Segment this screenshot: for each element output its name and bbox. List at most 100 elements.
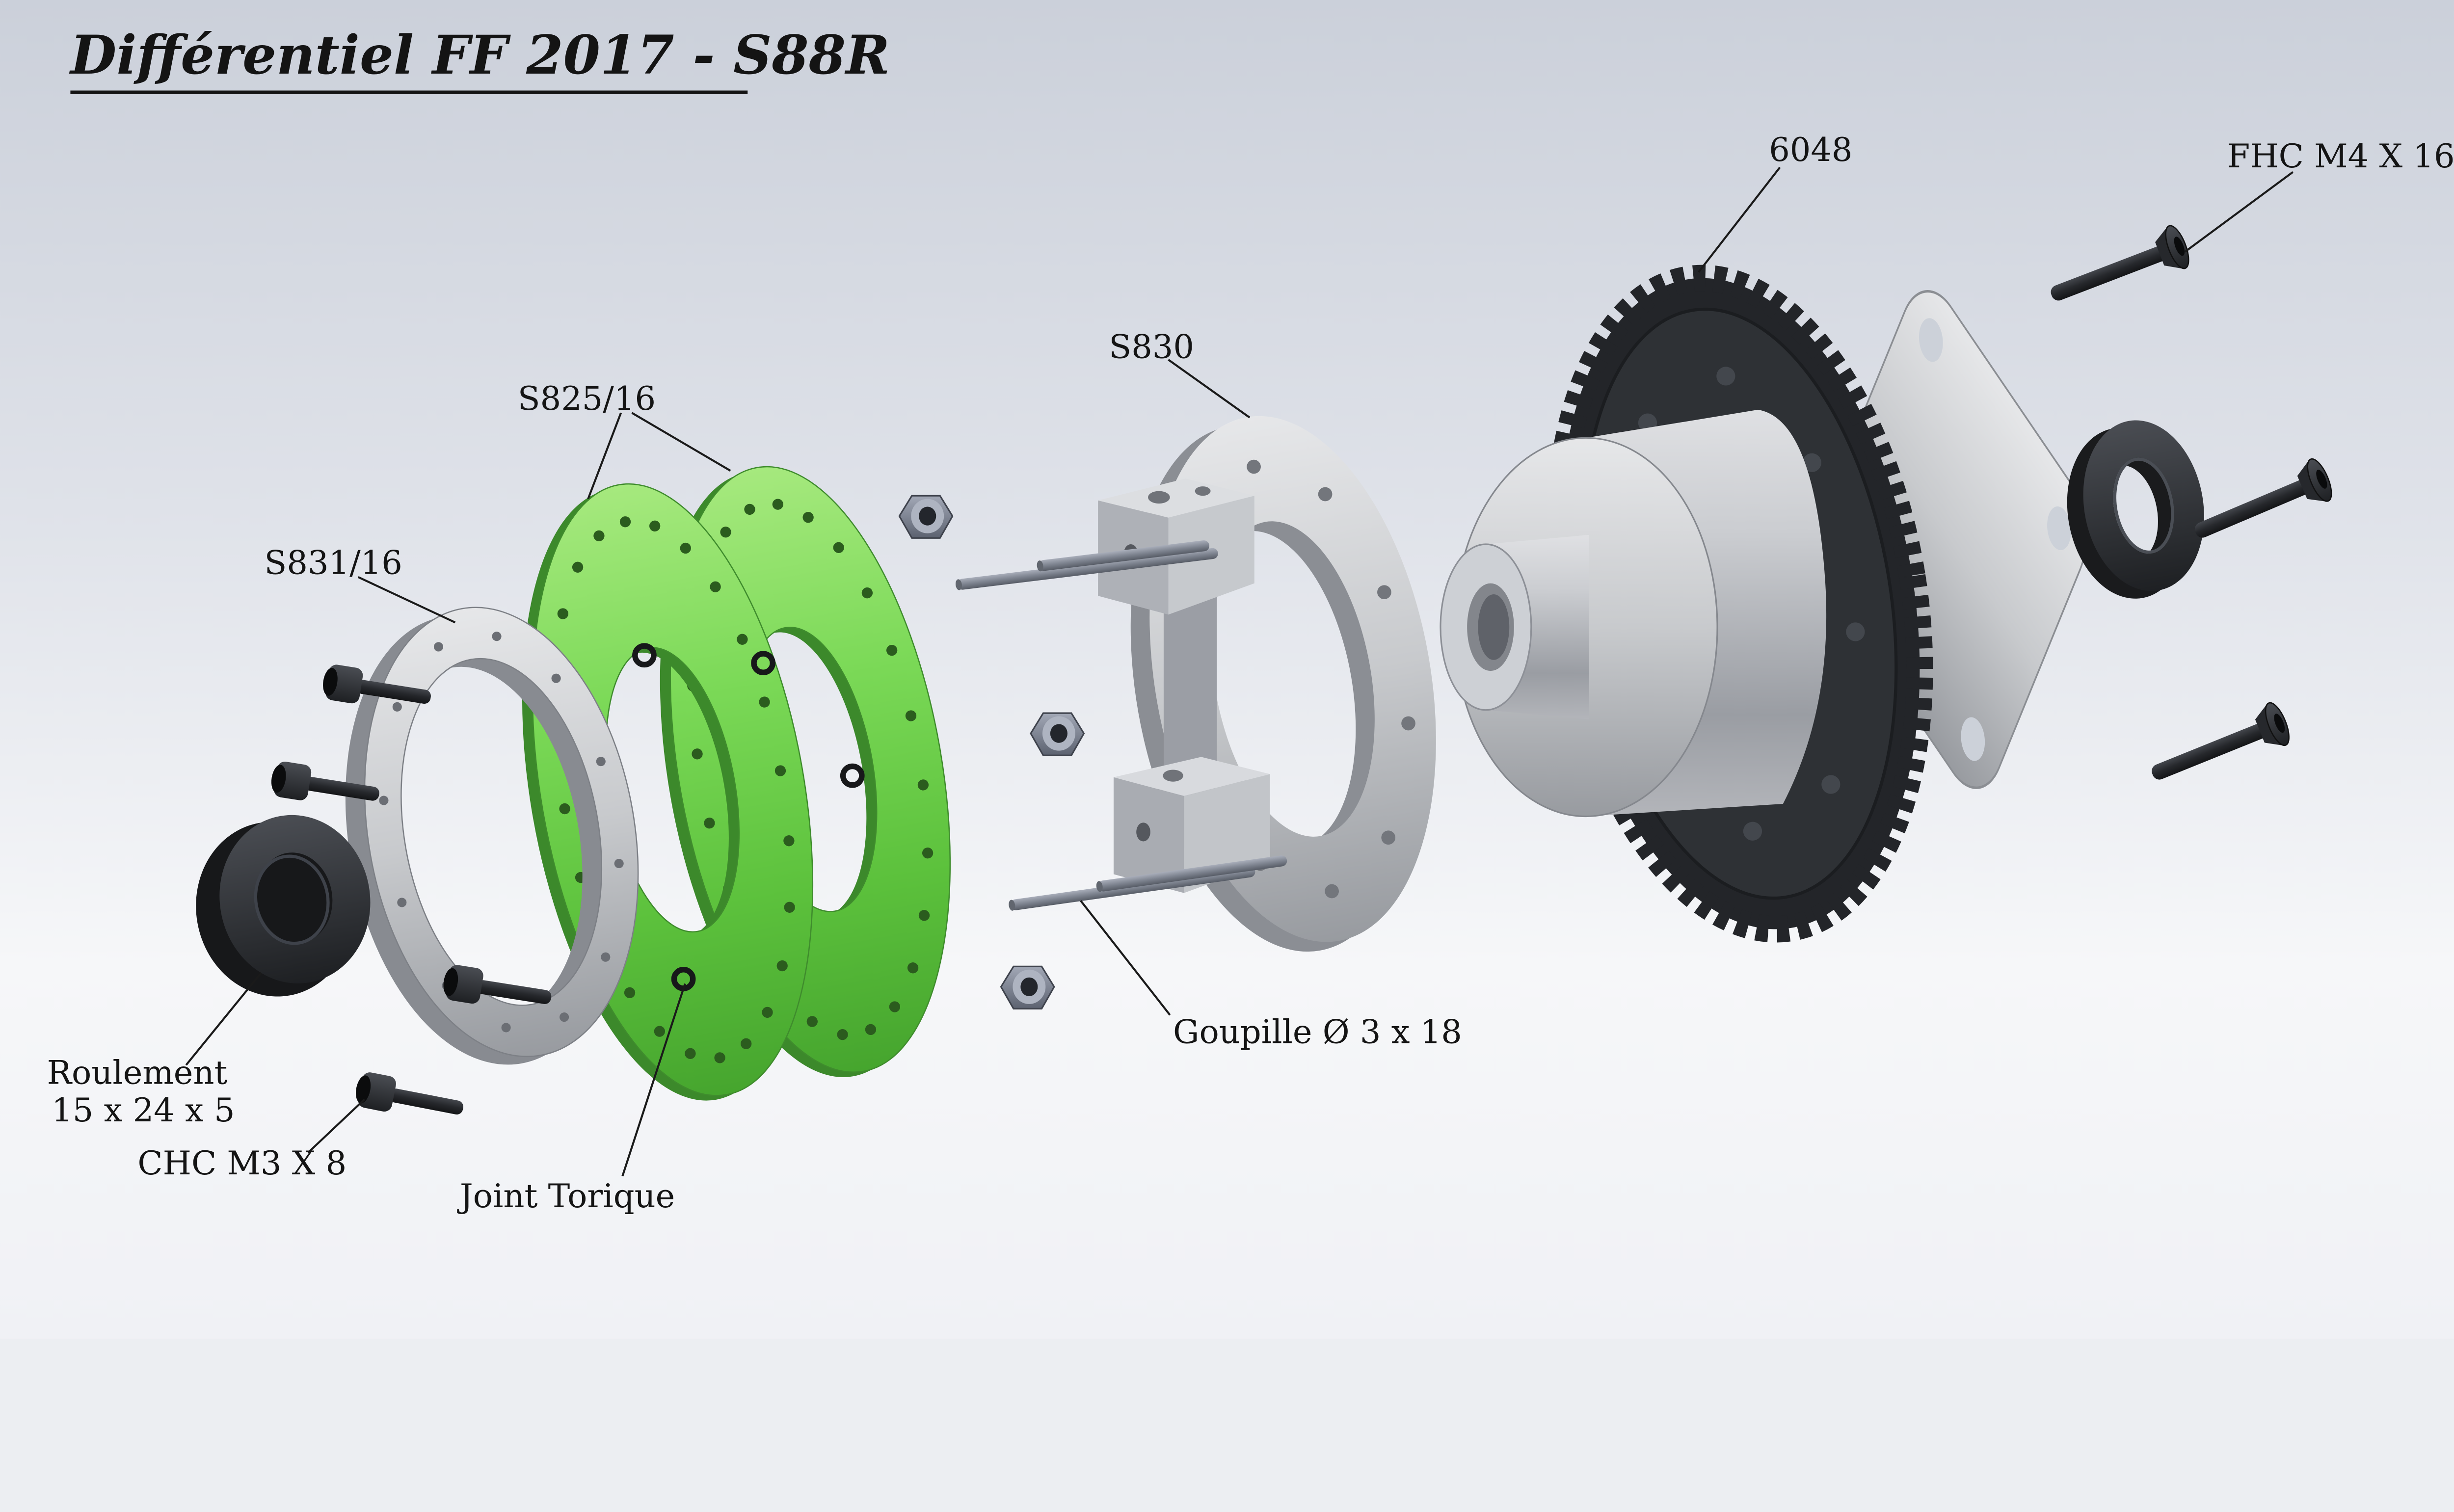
hole xyxy=(907,962,919,974)
leader-s825-a xyxy=(587,412,622,500)
hole xyxy=(720,527,731,538)
seal-bore-highlight xyxy=(2113,457,2174,554)
hole xyxy=(692,748,703,760)
bearing-roulement xyxy=(196,815,371,997)
label-pin: Goupille Ø 3 x 18 xyxy=(1173,1013,1462,1051)
hole xyxy=(601,952,611,962)
hole xyxy=(889,1001,901,1012)
hole xyxy=(704,818,715,829)
ring-holes xyxy=(379,632,624,1033)
pin xyxy=(1096,855,1287,892)
hole xyxy=(624,987,636,998)
hole xyxy=(559,803,570,815)
hole xyxy=(572,561,584,573)
label-fhc-screw: FHC M4 X 16 xyxy=(2227,137,2454,175)
hole xyxy=(685,1048,696,1059)
hub-block-hole xyxy=(1163,769,1183,782)
hole xyxy=(737,634,748,645)
hole xyxy=(917,779,929,791)
hole xyxy=(1381,830,1396,845)
hole xyxy=(744,504,755,515)
hub-web xyxy=(1163,567,1217,806)
hole xyxy=(596,757,606,767)
label-bearing-line2: 15 x 24 x 5 xyxy=(52,1091,235,1129)
hub-block-hole xyxy=(1195,486,1211,496)
hole xyxy=(741,1038,752,1049)
seal-face xyxy=(2083,420,2204,591)
hole xyxy=(806,1016,818,1027)
hole xyxy=(614,858,624,869)
label-bearing-line1: Roulement xyxy=(47,1053,228,1091)
hole xyxy=(802,512,814,523)
hole xyxy=(784,902,795,913)
part-labels: 6048 FHC M4 X 16 S830 S825/16 S831/16 Ro… xyxy=(47,131,2454,1215)
hole xyxy=(379,796,389,805)
hole xyxy=(905,710,917,721)
hole xyxy=(1325,884,1339,899)
cup-bore-inner xyxy=(1478,594,1510,660)
hole xyxy=(861,587,873,599)
hole xyxy=(922,848,934,859)
bearing-face xyxy=(219,815,371,983)
leader-joint-torique xyxy=(621,983,686,1177)
hole xyxy=(1247,459,1261,474)
label-chc-screw: CHC M3 X 8 xyxy=(137,1144,347,1182)
hole xyxy=(865,1024,877,1035)
hole xyxy=(837,1029,848,1040)
dowel-pins xyxy=(955,540,1287,911)
bearing-bore-highlight xyxy=(254,854,330,945)
leader-lines xyxy=(185,166,2294,1177)
hole xyxy=(557,608,569,619)
hole xyxy=(1821,775,1840,794)
hole xyxy=(1318,487,1333,502)
leader-chc xyxy=(307,1098,365,1154)
plate-hole xyxy=(2047,506,2071,551)
exploded-view-diagram: Différentiel FF 2017 - S88R xyxy=(0,0,2454,1339)
hole xyxy=(649,520,661,531)
hub-s830 xyxy=(1098,416,1436,952)
hole xyxy=(501,1023,511,1033)
disc-holes xyxy=(550,516,795,1063)
plate-hole xyxy=(1961,717,1985,761)
hole xyxy=(492,632,502,641)
leader-s830 xyxy=(1168,359,1251,419)
hole xyxy=(833,542,844,553)
hole xyxy=(1846,622,1865,641)
hole xyxy=(551,673,561,683)
pin xyxy=(1037,540,1210,572)
hub-block-top-face xyxy=(1098,478,1254,518)
hole xyxy=(783,835,795,847)
page-title: Différentiel FF 2017 - S88R xyxy=(69,24,890,86)
hole xyxy=(433,642,444,652)
hole xyxy=(710,581,721,592)
hole xyxy=(392,702,402,712)
hole xyxy=(397,898,407,907)
hole xyxy=(593,530,605,542)
hole xyxy=(1802,453,1821,472)
leader-fhc xyxy=(2184,171,2294,253)
hole xyxy=(1377,585,1391,600)
output-cup xyxy=(1440,534,1589,719)
hole xyxy=(619,516,631,528)
hub-block2-top-face xyxy=(1113,757,1270,796)
hole xyxy=(654,1026,666,1037)
hole xyxy=(1743,822,1762,841)
hole xyxy=(1716,367,1735,386)
hole xyxy=(886,644,898,656)
hole xyxy=(776,960,788,972)
leader-goupille xyxy=(1080,900,1171,1016)
hub-block-hole xyxy=(1136,822,1150,842)
leader-roulement xyxy=(185,972,262,1066)
hole xyxy=(714,1052,725,1063)
drawing-canvas: Différentiel FF 2017 - S88R xyxy=(0,0,2454,1339)
hole xyxy=(918,910,930,921)
hole xyxy=(772,499,783,510)
hub-block-hole xyxy=(1148,491,1170,504)
leader-6048 xyxy=(1698,166,1781,273)
leader-s831 xyxy=(357,576,456,624)
label-disc-s825: S825/16 xyxy=(518,379,656,418)
pin xyxy=(955,548,1218,590)
hole xyxy=(759,696,770,708)
hole xyxy=(1401,716,1415,731)
hole xyxy=(762,1007,773,1018)
